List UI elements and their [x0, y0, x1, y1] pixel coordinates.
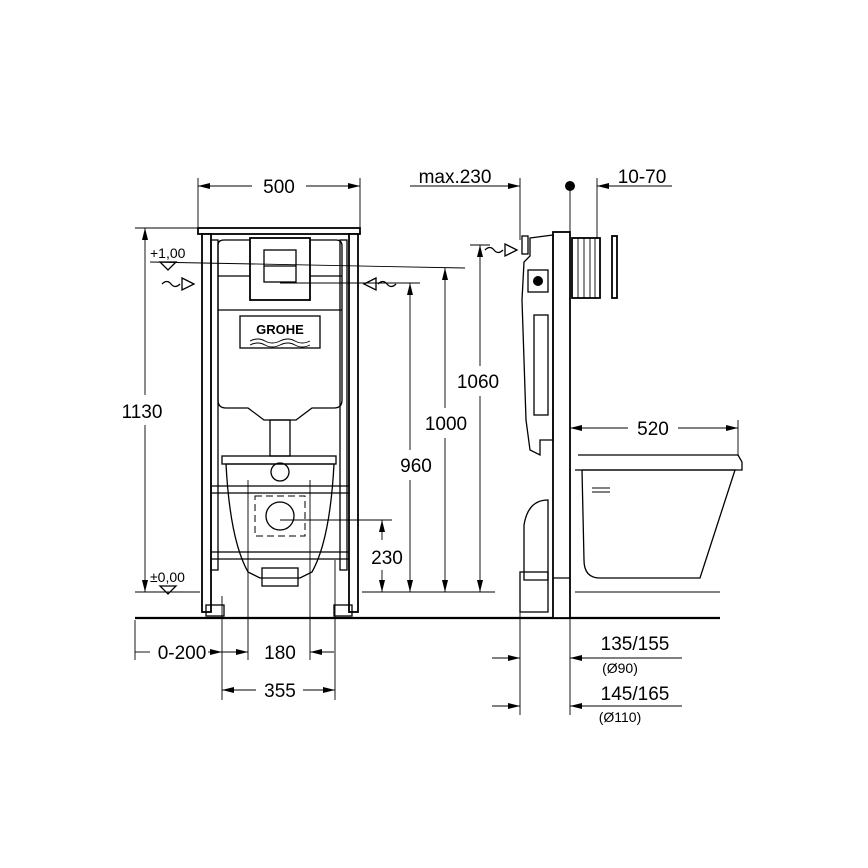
- max-230-label: max.230: [419, 167, 492, 188]
- bowl-width-355-label: 355: [264, 681, 296, 702]
- offset-0-200-label: 0-200: [158, 643, 207, 664]
- water-inlet-right-icon: [362, 276, 397, 292]
- plate-offset-10-70-label: 10-70: [618, 167, 667, 188]
- front-bowl: [221, 455, 337, 587]
- flush-actuator: [571, 235, 618, 299]
- height-1060-label: 1060: [457, 372, 499, 393]
- height-1000-label: 1000: [425, 414, 467, 435]
- level-top-label: +1,00: [150, 245, 186, 261]
- bolt-spacing-180-label: 180: [264, 643, 296, 664]
- side-bowl: [575, 454, 743, 579]
- level-top-icon: [158, 261, 178, 271]
- cistern: GROHE: [217, 237, 343, 457]
- water-inlet-left-icon: [161, 276, 196, 292]
- front-frame: [197, 227, 361, 617]
- height-960-label: 960: [400, 456, 432, 477]
- height-230-label: 230: [371, 548, 403, 569]
- width-500-label: 500: [263, 177, 295, 198]
- pipe-110-label: (Ø110): [599, 709, 642, 725]
- level-floor-icon: [158, 585, 178, 595]
- grohe-logo: GROHE: [256, 322, 304, 337]
- pipe-90-label: (Ø90): [602, 660, 638, 676]
- depth-135-155-label: 135/155: [601, 634, 670, 655]
- water-inlet-side-icon: [484, 246, 504, 254]
- depth-145-165-label: 145/165: [601, 684, 670, 705]
- height-1130-label: 1130: [122, 402, 163, 423]
- level-floor-label: ±0,00: [150, 569, 185, 585]
- side-frame: [519, 231, 571, 619]
- bowl-depth-520-label: 520: [637, 419, 669, 440]
